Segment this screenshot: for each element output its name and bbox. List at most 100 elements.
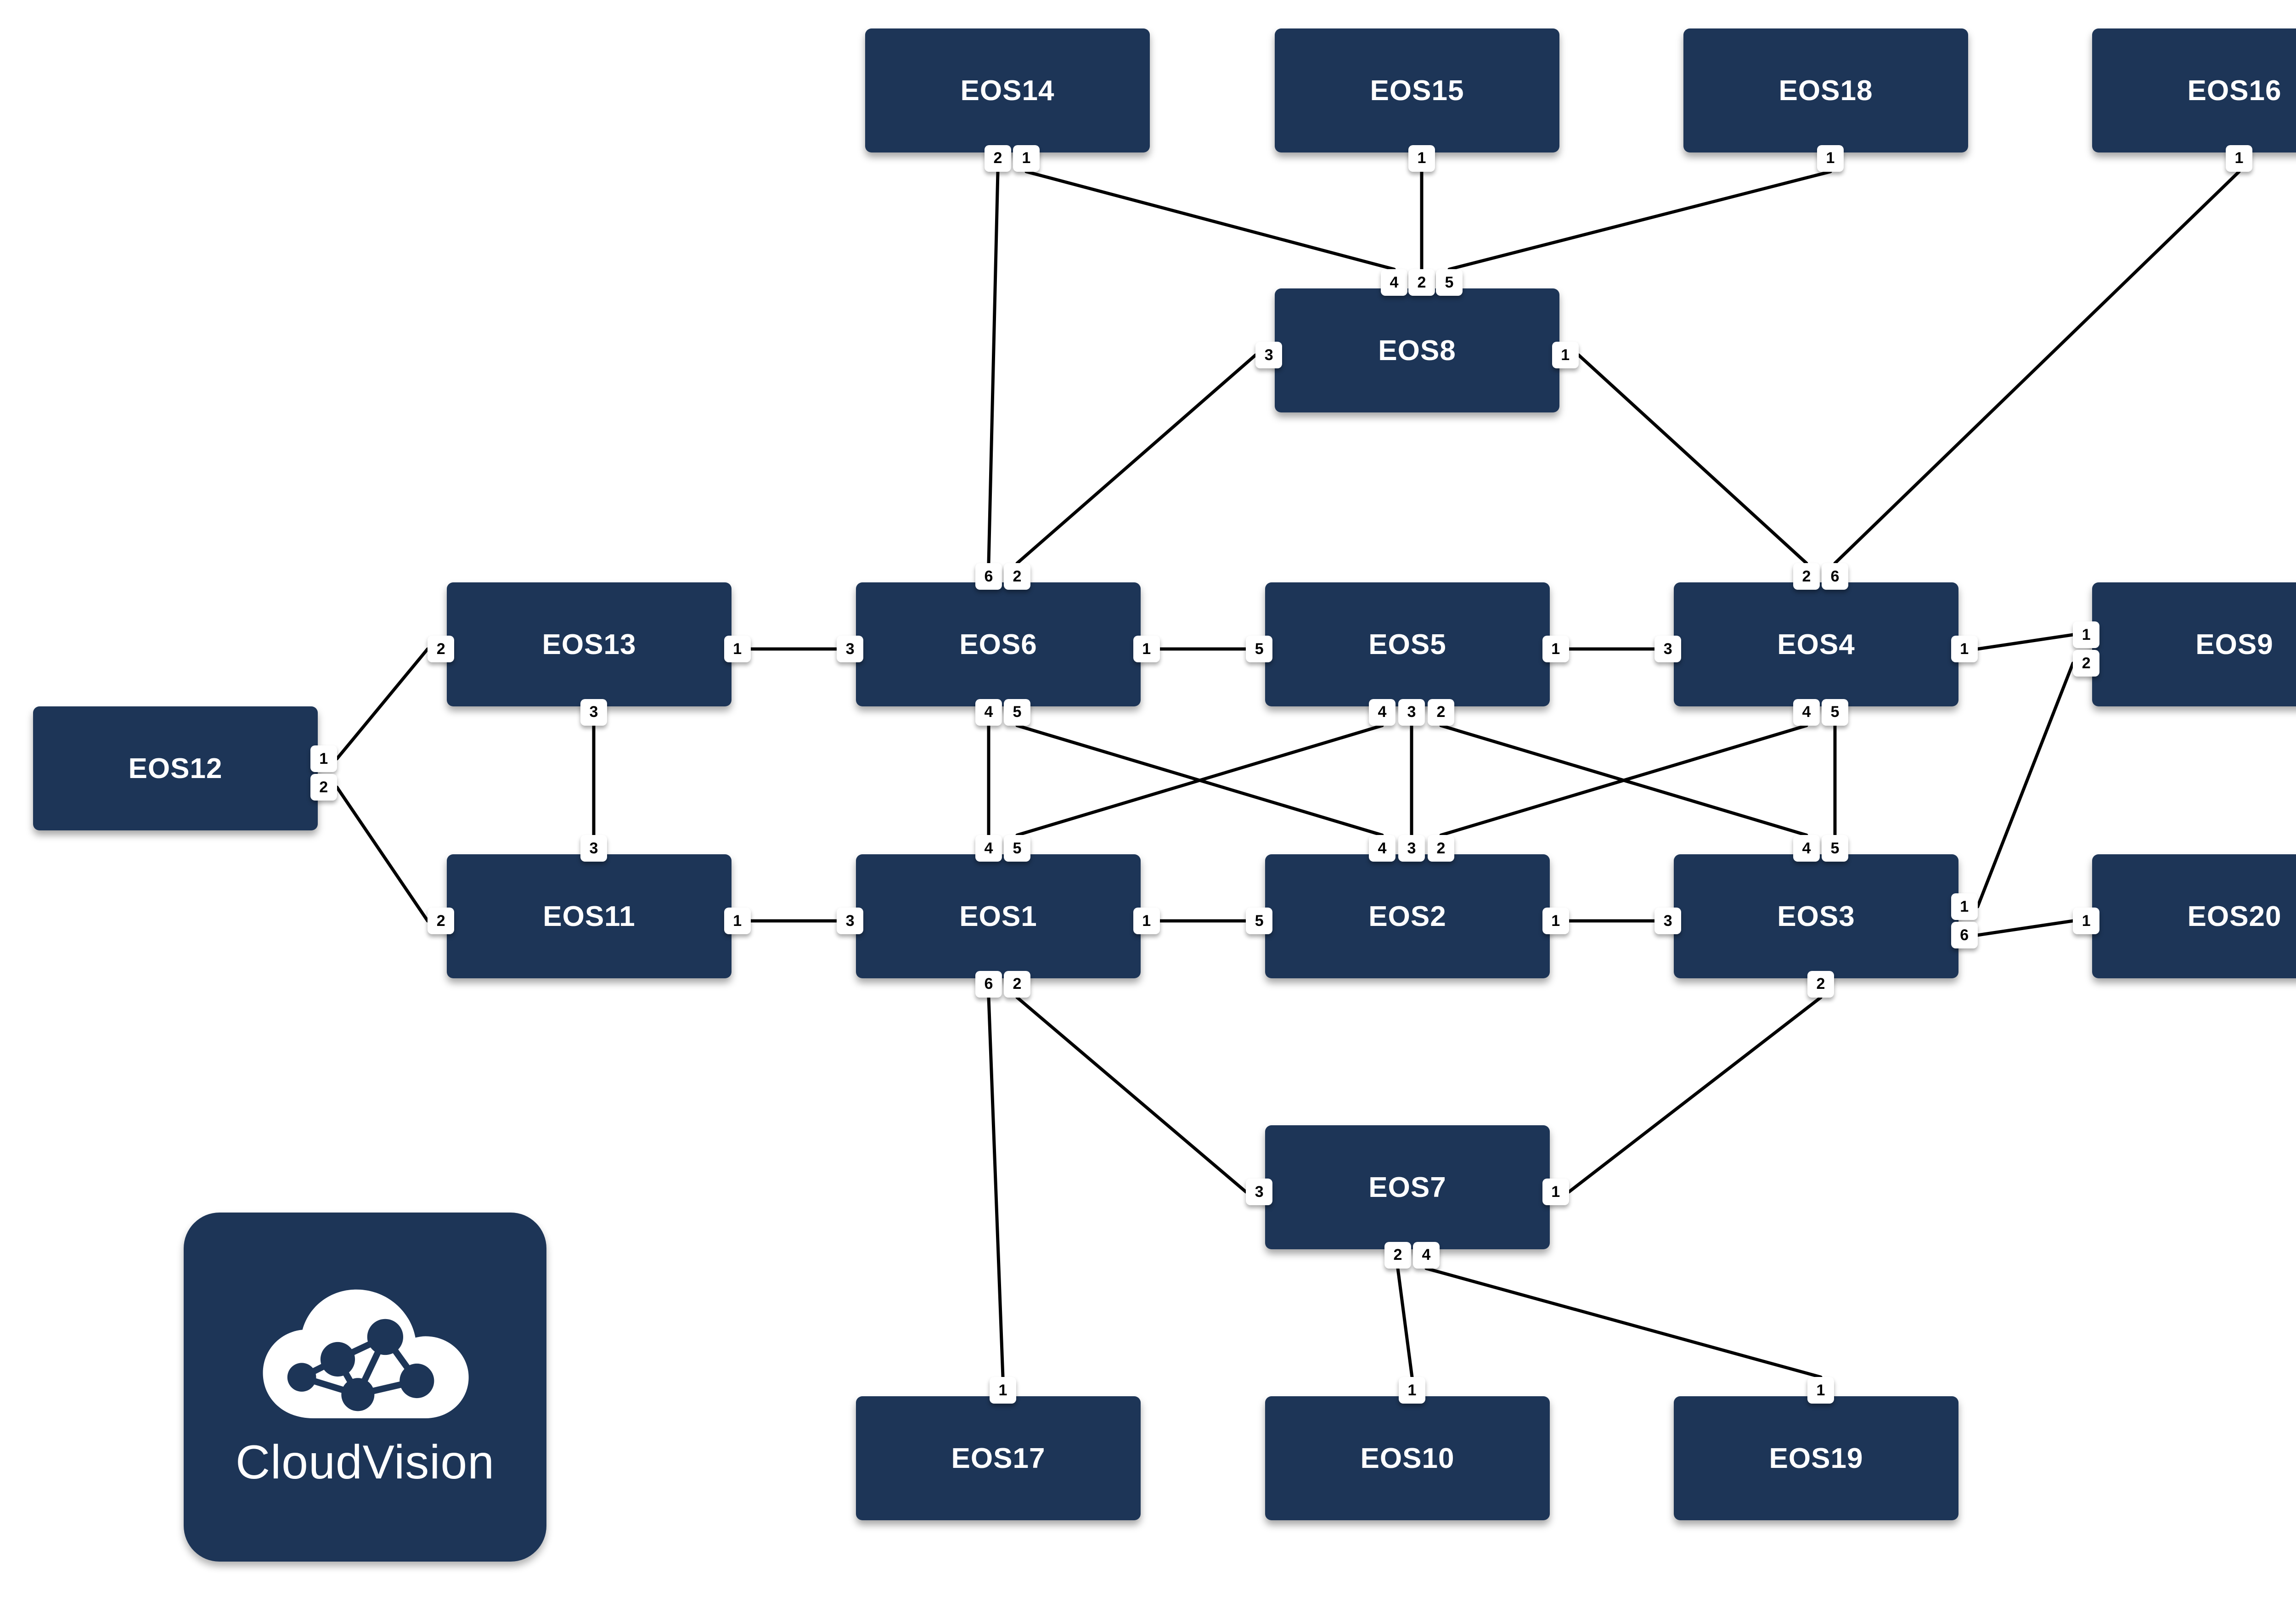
port-eos3-4[interactable]: 4 (1793, 835, 1820, 862)
device-node-eos18[interactable]: EOS18 (1683, 28, 1968, 152)
port-eos2-4[interactable]: 4 (1369, 835, 1396, 862)
link-eos3-eos20[interactable] (1976, 919, 2075, 937)
device-node-eos13[interactable]: EOS13 (447, 582, 732, 706)
port-eos3-6[interactable]: 6 (1951, 922, 1978, 948)
port-eos11-2[interactable]: 2 (428, 908, 455, 934)
port-eos8-1[interactable]: 1 (1552, 342, 1579, 368)
port-eos5-4[interactable]: 4 (1369, 699, 1396, 726)
device-node-eos16[interactable]: EOS16 (2092, 28, 2296, 152)
link-eos3-eos7[interactable] (1567, 996, 1823, 1194)
port-eos9-1[interactable]: 1 (2073, 621, 2100, 648)
link-eos9-eos3[interactable] (1976, 661, 2075, 908)
device-node-eos1[interactable]: EOS1 (856, 854, 1141, 978)
port-eos1-6[interactable]: 6 (975, 970, 1002, 998)
port-eos2-3[interactable]: 3 (1398, 835, 1425, 862)
port-eos14-1[interactable]: 1 (1013, 145, 1040, 172)
port-eos2-5[interactable]: 5 (1246, 908, 1273, 934)
link-eos1-eos7[interactable] (1015, 996, 1248, 1194)
port-eos13-3[interactable]: 3 (580, 699, 607, 726)
link-eos12-eos11[interactable] (335, 785, 429, 923)
link-eos14-eos8[interactable] (1024, 170, 1396, 271)
port-eos4-5[interactable]: 5 (1822, 699, 1848, 726)
port-eos3-3[interactable]: 3 (1654, 908, 1682, 934)
port-eos6-5[interactable]: 5 (1004, 699, 1030, 726)
port-eos16-1[interactable]: 1 (2226, 145, 2252, 172)
port-eos5-3[interactable]: 3 (1398, 699, 1425, 726)
device-node-eos4[interactable]: EOS4 (1674, 582, 1958, 706)
port-eos4-2[interactable]: 2 (1793, 563, 1820, 590)
device-node-eos6[interactable]: EOS6 (856, 582, 1141, 706)
port-eos4-6[interactable]: 6 (1822, 563, 1848, 590)
link-eos4-eos9[interactable] (1976, 633, 2075, 651)
device-node-eos5[interactable]: EOS5 (1265, 582, 1550, 706)
port-eos3-5[interactable]: 5 (1822, 835, 1848, 862)
device-node-eos14[interactable]: EOS14 (865, 28, 1150, 152)
port-eos8-4[interactable]: 4 (1381, 269, 1407, 296)
port-eos11-3[interactable]: 3 (580, 835, 607, 862)
link-eos7-eos19[interactable] (1424, 1267, 1823, 1379)
port-eos1-5[interactable]: 5 (1004, 835, 1030, 862)
port-eos10-1[interactable]: 1 (1399, 1377, 1425, 1404)
link-eos1-eos17[interactable] (987, 996, 1005, 1379)
device-node-eos10[interactable]: EOS10 (1265, 1396, 1550, 1520)
port-eos8-2[interactable]: 2 (1408, 269, 1435, 296)
port-eos4-3[interactable]: 3 (1654, 636, 1682, 662)
port-eos20-1[interactable]: 1 (2073, 908, 2100, 934)
port-eos7-3[interactable]: 3 (1246, 1179, 1273, 1205)
port-eos1-4[interactable]: 4 (975, 835, 1002, 862)
port-eos6-1[interactable]: 1 (1133, 636, 1160, 662)
port-eos13-2[interactable]: 2 (428, 636, 455, 662)
port-eos4-4[interactable]: 4 (1793, 699, 1820, 726)
port-eos6-3[interactable]: 3 (837, 636, 864, 662)
port-eos18-1[interactable]: 1 (1817, 145, 1844, 172)
port-eos1-3[interactable]: 3 (837, 908, 864, 934)
port-eos7-1[interactable]: 1 (1542, 1179, 1569, 1205)
port-eos9-2[interactable]: 2 (2073, 650, 2100, 677)
link-eos5-eos1[interactable] (1015, 724, 1384, 837)
port-eos3-1[interactable]: 1 (1951, 893, 1978, 920)
port-eos14-2[interactable]: 2 (985, 145, 1011, 172)
link-eos18-eos8[interactable] (1447, 170, 1832, 271)
port-eos6-4[interactable]: 4 (975, 699, 1002, 726)
link-eos16-eos4[interactable] (1833, 170, 2241, 565)
device-node-eos7[interactable]: EOS7 (1265, 1125, 1550, 1249)
port-eos7-4[interactable]: 4 (1413, 1241, 1440, 1269)
device-node-eos3[interactable]: EOS3 (1674, 854, 1958, 978)
port-eos5-5[interactable]: 5 (1246, 636, 1273, 662)
port-eos12-1[interactable]: 1 (310, 745, 337, 772)
device-node-eos17[interactable]: EOS17 (856, 1396, 1141, 1520)
port-eos19-1[interactable]: 1 (1807, 1377, 1834, 1404)
port-eos4-1[interactable]: 1 (1951, 636, 1978, 662)
link-eos8-eos4[interactable] (1577, 353, 1808, 565)
device-node-eos11[interactable]: EOS11 (447, 854, 732, 978)
link-eos4-eos2[interactable] (1439, 724, 1808, 837)
link-eos7-eos10[interactable] (1396, 1267, 1414, 1379)
link-eos8-eos6[interactable] (1015, 353, 1257, 565)
port-eos17-1[interactable]: 1 (990, 1377, 1016, 1404)
device-node-eos20[interactable]: EOS20 (2092, 854, 2296, 978)
port-eos3-2[interactable]: 2 (1807, 970, 1834, 998)
link-eos14-eos6[interactable] (987, 170, 1000, 565)
port-eos8-3[interactable]: 3 (1255, 342, 1283, 368)
port-eos5-2[interactable]: 2 (1428, 699, 1454, 726)
port-eos1-2[interactable]: 2 (1004, 970, 1030, 998)
port-eos13-1[interactable]: 1 (724, 636, 751, 662)
port-eos2-1[interactable]: 1 (1542, 908, 1569, 934)
port-eos2-2[interactable]: 2 (1428, 835, 1454, 862)
device-node-eos8[interactable]: EOS8 (1275, 288, 1559, 412)
device-node-eos2[interactable]: EOS2 (1265, 854, 1550, 978)
port-eos8-5[interactable]: 5 (1436, 269, 1463, 296)
device-node-eos9[interactable]: EOS9 (2092, 582, 2296, 706)
device-node-eos15[interactable]: EOS15 (1275, 28, 1559, 152)
link-eos12-eos13[interactable] (335, 647, 429, 761)
port-eos11-1[interactable]: 1 (724, 908, 751, 934)
port-eos6-6[interactable]: 6 (975, 563, 1002, 590)
port-eos1-1[interactable]: 1 (1133, 908, 1160, 934)
device-node-eos12[interactable]: EOS12 (33, 706, 318, 830)
port-eos6-2[interactable]: 2 (1004, 563, 1030, 590)
port-eos7-2[interactable]: 2 (1384, 1241, 1411, 1269)
port-eos5-1[interactable]: 1 (1542, 636, 1569, 662)
port-eos15-1[interactable]: 1 (1408, 145, 1435, 172)
device-node-eos19[interactable]: EOS19 (1674, 1396, 1958, 1520)
port-eos12-2[interactable]: 2 (310, 774, 337, 801)
